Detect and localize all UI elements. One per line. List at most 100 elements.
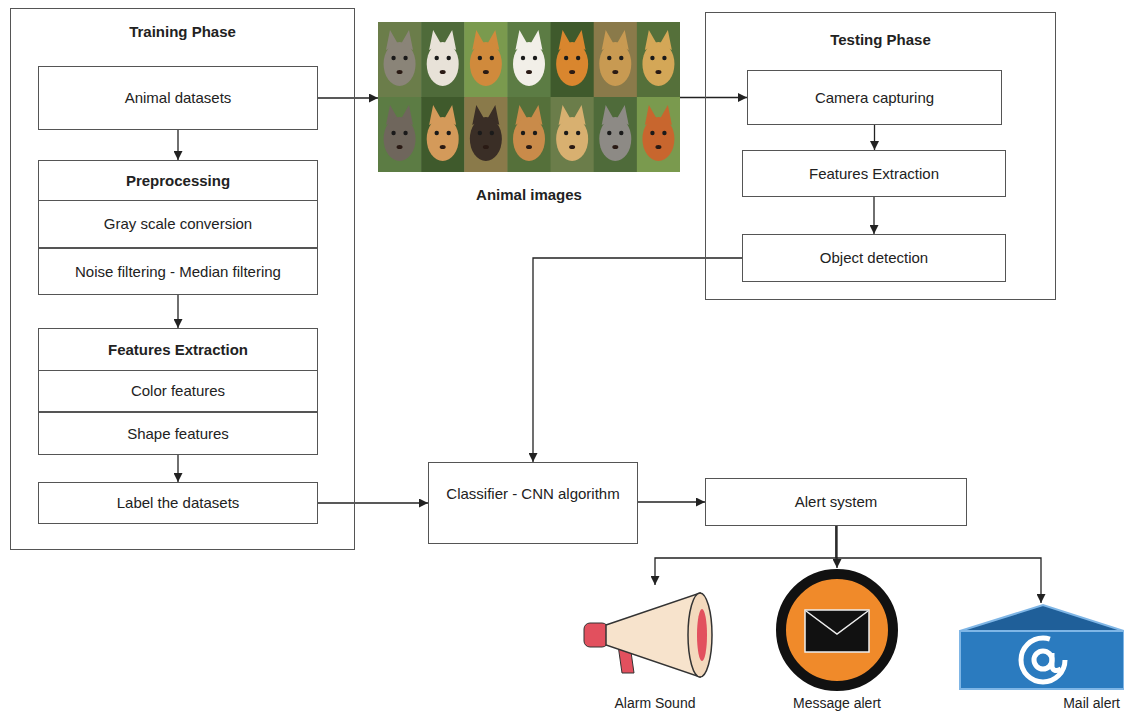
message-icon: Message alert xyxy=(775,568,899,712)
megaphone-mouthpiece xyxy=(584,623,608,647)
step-row: Color features xyxy=(38,370,318,412)
animal-eye xyxy=(650,56,654,60)
animal-eye xyxy=(521,131,525,135)
process-box: Animal datasets xyxy=(38,66,318,130)
photo-ground xyxy=(637,97,680,172)
animal-nose xyxy=(483,70,489,74)
photo-ground xyxy=(464,97,508,172)
animal-nose xyxy=(612,145,618,149)
mail-icon: Mail alert xyxy=(958,603,1124,712)
heading-text: Features Extraction xyxy=(39,329,317,371)
animal-nose xyxy=(526,145,532,149)
animal-face xyxy=(556,42,588,86)
animal-nose xyxy=(526,70,532,74)
message-ring xyxy=(781,574,893,686)
animal-eye xyxy=(478,131,482,135)
process-box: Label the datasets xyxy=(38,482,318,524)
group-box: Features ExtractionColor featuresShape f… xyxy=(38,328,318,455)
photo-ground xyxy=(594,97,638,172)
animal-photo xyxy=(378,97,422,172)
envelope-flap xyxy=(806,611,868,634)
animal-face xyxy=(599,42,631,86)
animal-face xyxy=(470,42,502,86)
at-sign-outer xyxy=(1021,638,1065,682)
animal-tiles xyxy=(378,22,680,172)
animal-nose xyxy=(440,70,446,74)
photo-ground xyxy=(378,97,422,172)
icon-graphic xyxy=(775,568,899,692)
animal-photo xyxy=(464,22,508,98)
animal-photo xyxy=(378,22,422,98)
heading-text: Alarm Sound xyxy=(578,694,732,712)
heading-text: Mail alert xyxy=(958,694,1124,712)
box-text: Alert system xyxy=(712,493,960,511)
animal-face xyxy=(513,117,545,161)
flow-arrow xyxy=(638,501,705,502)
animal-eye xyxy=(435,56,439,60)
process-box: Features Extraction xyxy=(742,150,1006,197)
animal-eye xyxy=(619,131,623,135)
step-row: Gray scale conversion xyxy=(38,200,318,248)
alarm-icon: Alarm Sound xyxy=(578,585,732,712)
animal-photo xyxy=(594,22,638,98)
animal-eye xyxy=(447,56,451,60)
animal-eye xyxy=(533,131,537,135)
animal-photo xyxy=(551,97,595,172)
animal-eye xyxy=(576,56,580,60)
animal-nose xyxy=(483,145,489,149)
flow-arrow xyxy=(680,97,747,98)
animal-face xyxy=(599,117,631,161)
animal-face xyxy=(642,117,674,161)
at-sign-tail xyxy=(1052,653,1061,671)
flow-arrow xyxy=(177,130,178,160)
at-sign-inner xyxy=(1034,651,1052,669)
animal-eye xyxy=(564,56,568,60)
animal-photo xyxy=(637,22,680,98)
heading-text: Training Phase xyxy=(11,23,354,41)
animal-eye xyxy=(662,131,666,135)
animal-eye xyxy=(435,131,439,135)
process-box: Object detection xyxy=(742,234,1006,282)
box-text: Object detection xyxy=(749,249,999,267)
envelope xyxy=(805,610,869,652)
animal-eye xyxy=(619,56,623,60)
animal-photo xyxy=(421,97,465,172)
photo-ground xyxy=(421,22,465,98)
box-text: Label the datasets xyxy=(45,494,311,512)
icon-graphic xyxy=(578,585,732,685)
animal-nose xyxy=(397,70,403,74)
heading-text: Testing Phase xyxy=(706,31,1055,49)
box-text: Camera capturing xyxy=(754,89,995,107)
animal-eye xyxy=(490,131,494,135)
animal-nose xyxy=(655,70,661,74)
animal-face xyxy=(427,117,459,161)
flow-arrow xyxy=(873,197,874,234)
photo-ground xyxy=(378,22,422,98)
animal-eye xyxy=(447,131,451,135)
animal-face xyxy=(556,117,588,161)
animal-face xyxy=(470,117,502,161)
animal-eye xyxy=(403,131,407,135)
animal-nose xyxy=(569,145,575,149)
animal-eye xyxy=(564,131,568,135)
animal-face xyxy=(427,42,459,86)
flow-arrow xyxy=(318,97,378,98)
box-text: Color features xyxy=(45,382,311,400)
animal-eye xyxy=(576,131,580,135)
box-text: Features Extraction xyxy=(749,165,999,183)
box-text: Animal datasets xyxy=(45,89,311,107)
animal-face xyxy=(384,42,416,86)
heading-text: Message alert xyxy=(775,694,899,712)
animal-photo xyxy=(551,22,595,98)
phase-panel: Testing PhaseCamera capturingFeatures Ex… xyxy=(705,12,1056,300)
box-text: Noise filtering - Median filtering xyxy=(45,263,311,281)
mail-body xyxy=(960,631,1124,689)
animal-photo xyxy=(594,97,638,172)
animal-nose xyxy=(569,70,575,74)
classifier-box: Classifier - CNN algorithm xyxy=(428,462,638,544)
megaphone-cone xyxy=(606,593,700,677)
animal-eye xyxy=(607,56,611,60)
group-box: PreprocessingGray scale conversionNoise … xyxy=(38,160,318,295)
flow-arrow xyxy=(177,295,178,328)
